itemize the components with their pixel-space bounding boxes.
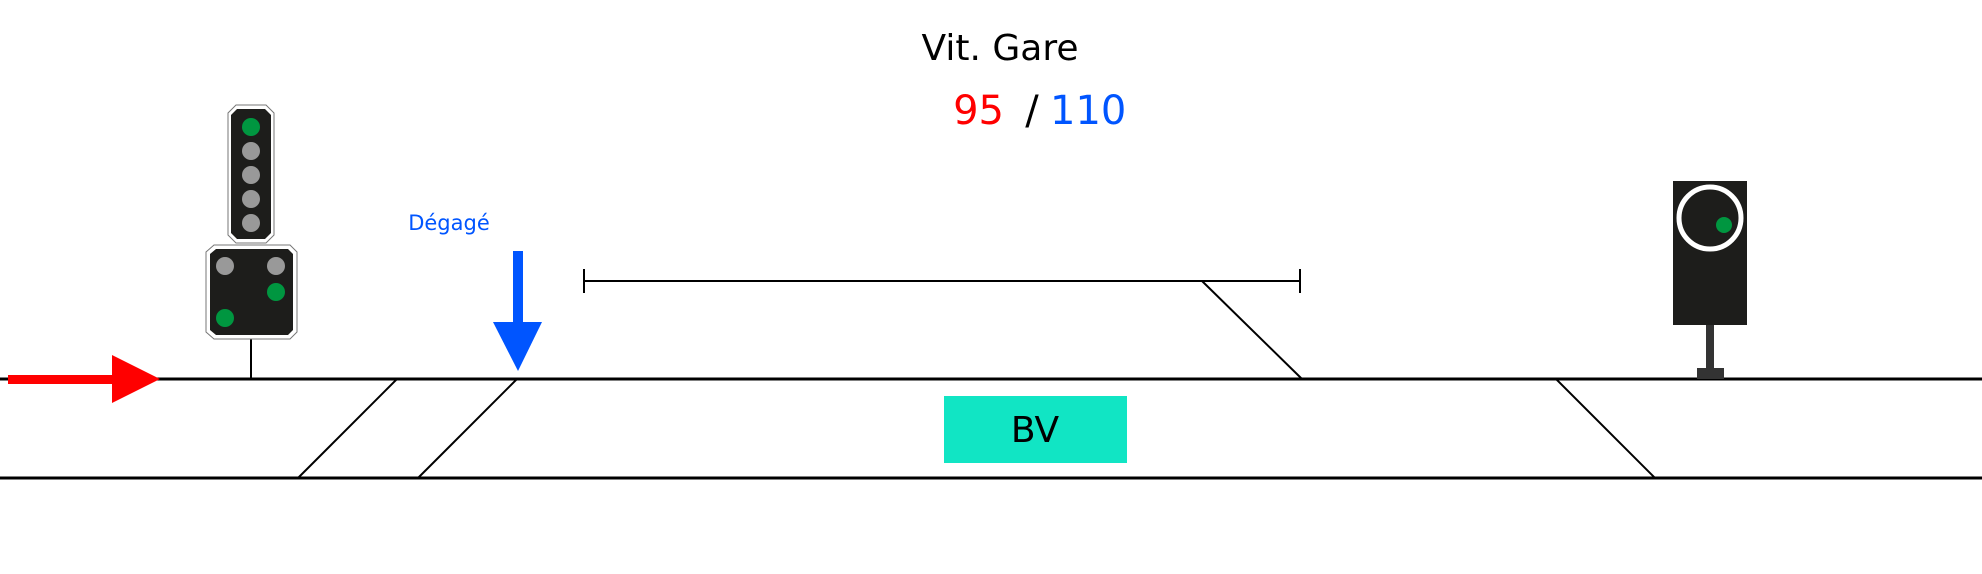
status-label: Dégagé	[408, 211, 490, 235]
crossover-1	[297, 378, 398, 479]
signal-light-off	[242, 142, 260, 160]
signal-light-green	[1716, 217, 1732, 233]
signal-base	[1697, 368, 1724, 379]
main-signal[interactable]	[205, 104, 298, 379]
platform-siding	[583, 269, 1301, 293]
siding-junction	[1201, 280, 1303, 380]
signal-post	[1706, 325, 1714, 370]
signal-panel	[1673, 181, 1747, 325]
signal-light-green	[267, 283, 285, 301]
status-arrow-icon	[493, 251, 542, 371]
title: Vit. Gare	[922, 28, 1079, 69]
speed-separator: /	[1025, 88, 1039, 134]
signal-light-off	[267, 257, 285, 275]
signal-light-off	[242, 214, 260, 232]
signal-light-off	[242, 166, 260, 184]
signal-light-green	[242, 118, 260, 136]
signal-light-green	[216, 309, 234, 327]
crossover-2	[417, 378, 518, 479]
crossover-3	[1555, 378, 1656, 479]
signal-light-off	[242, 190, 260, 208]
signal-light-off	[216, 257, 234, 275]
current-speed: 95	[953, 88, 1004, 134]
right-signal[interactable]	[1673, 181, 1747, 379]
station-label: BV	[1011, 410, 1060, 451]
track-crossovers	[297, 280, 1656, 479]
speed-limit: 110	[1050, 88, 1126, 134]
signal-ring	[1676, 184, 1744, 252]
direction-arrow-icon	[8, 355, 160, 403]
station-building[interactable]: BV	[944, 396, 1127, 463]
